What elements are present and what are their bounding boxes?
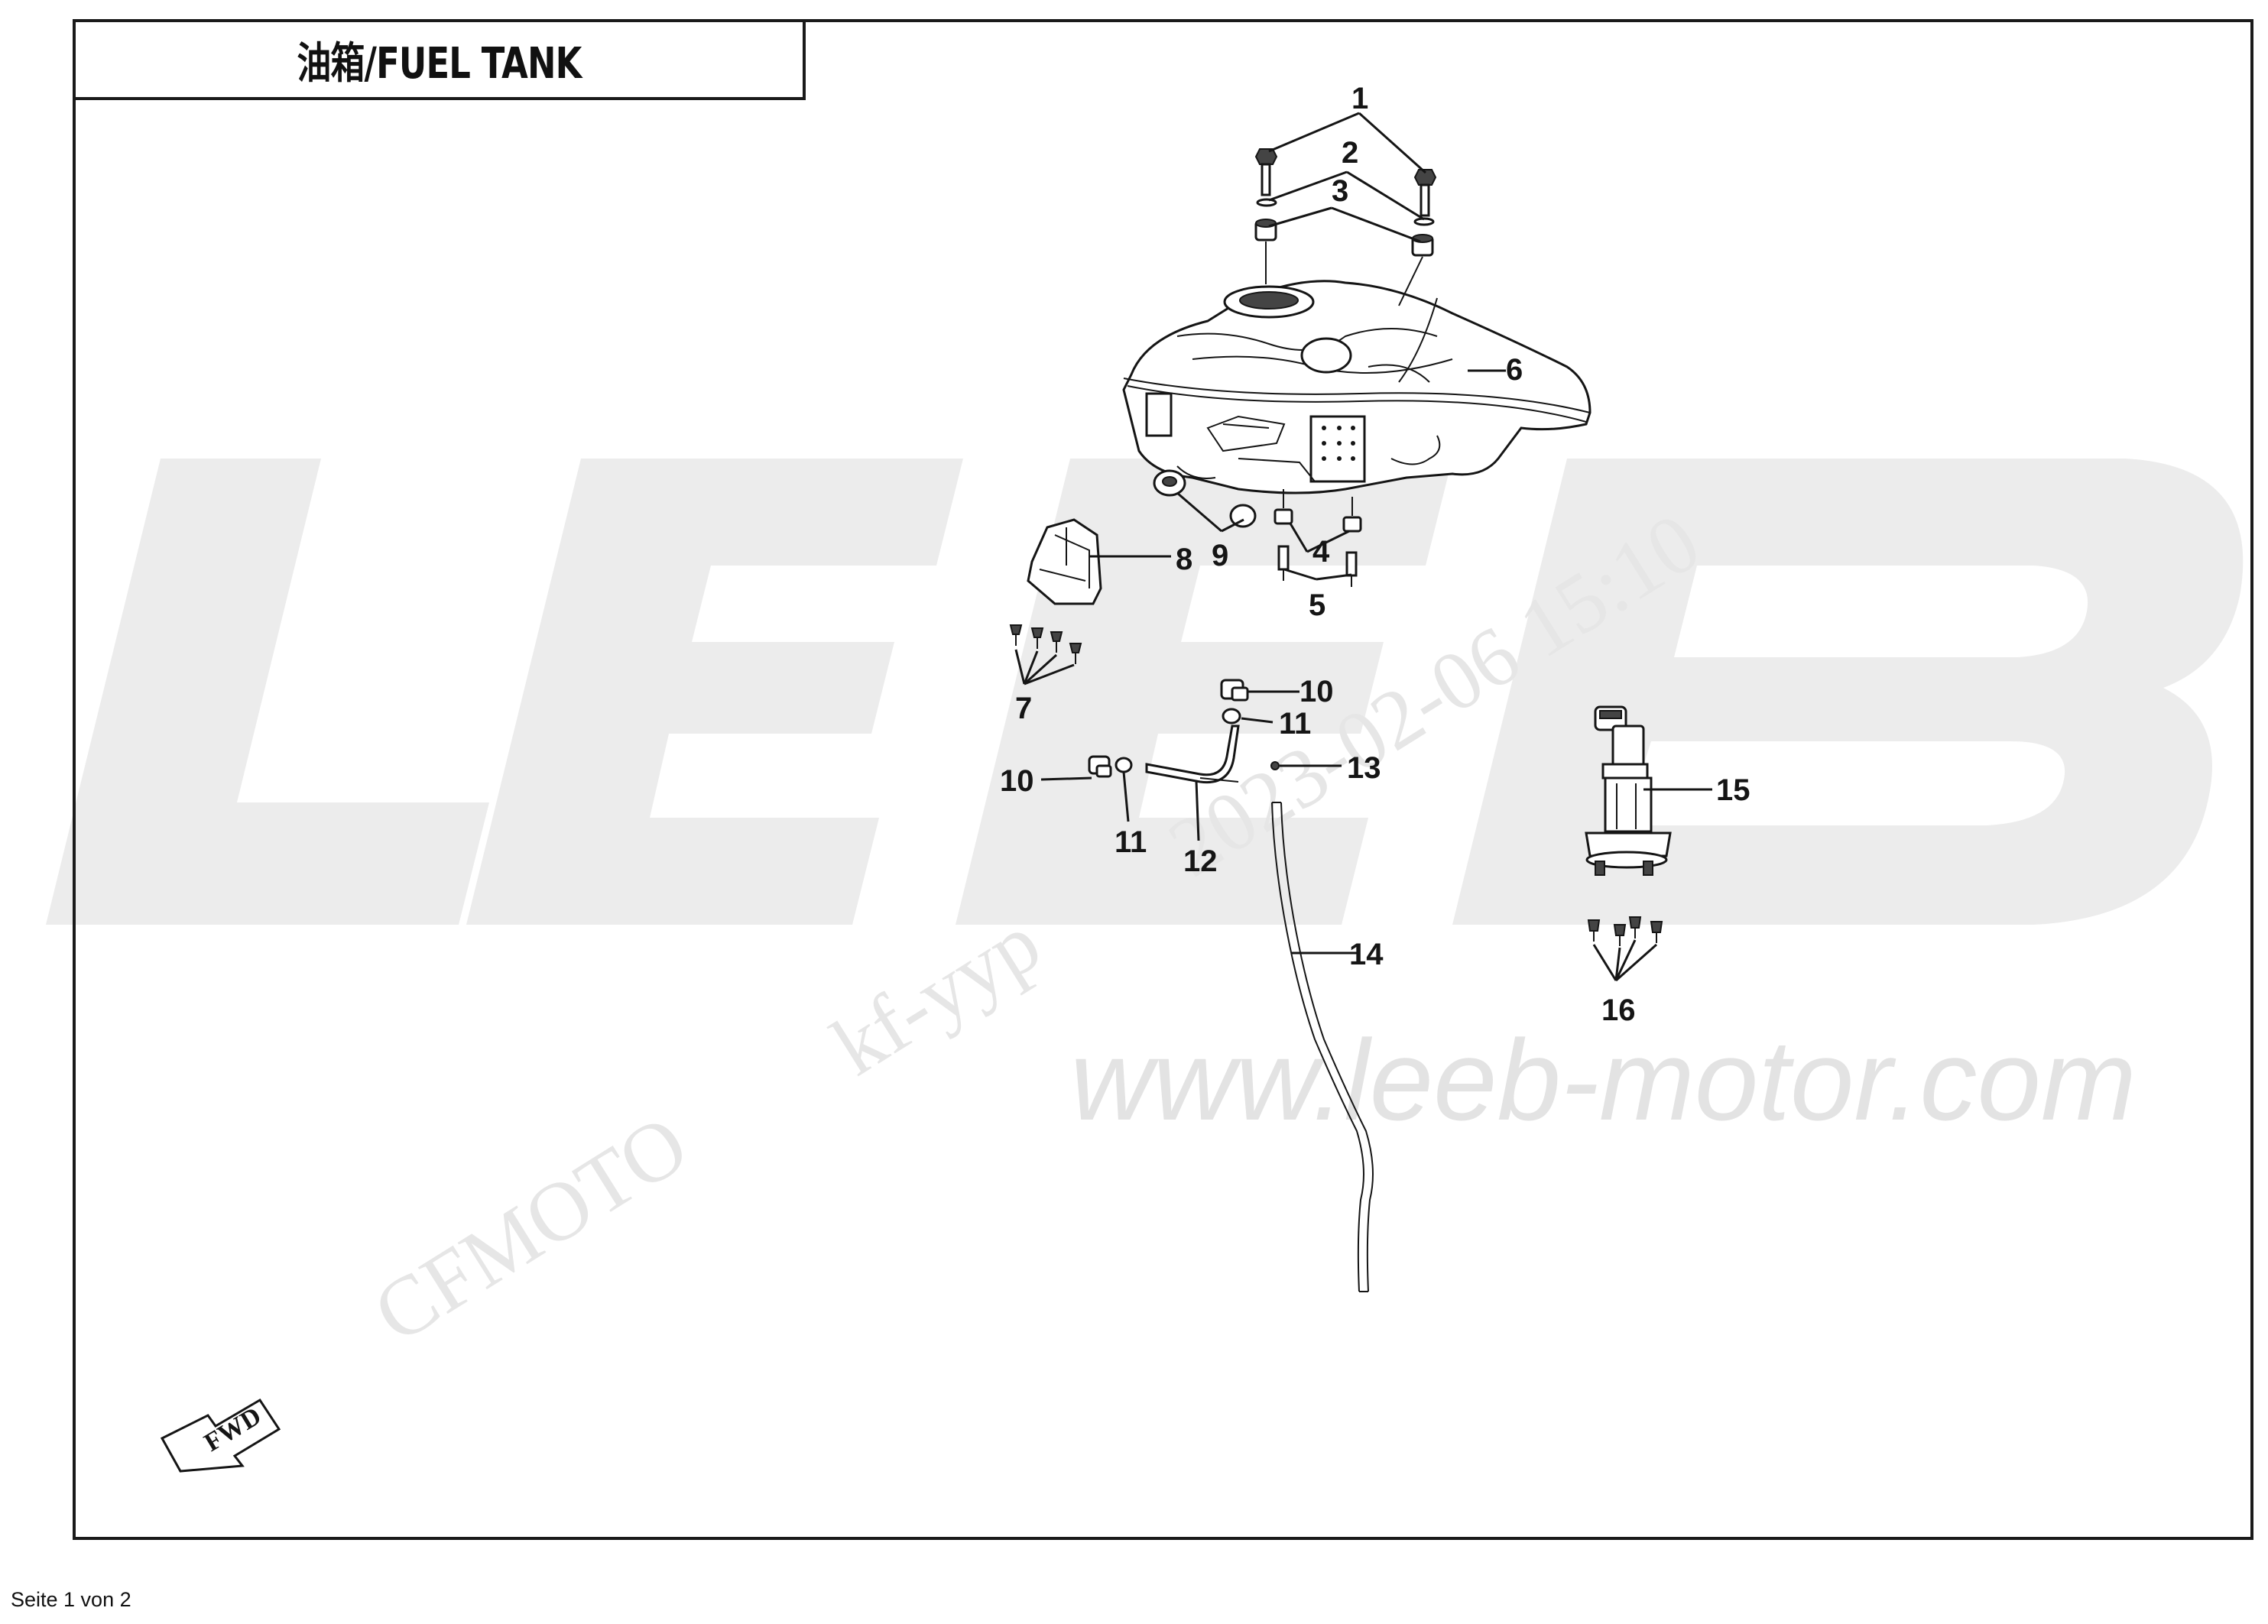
drawing-frame: 油箱/FUEL TANK (73, 19, 2253, 1540)
watermark-url: www.leeb-motor.com (1070, 1016, 2137, 1144)
fuel-hose-short[interactable] (1145, 724, 1240, 784)
fuel-tank-part[interactable] (1122, 280, 1591, 494)
callout-5: 5 (1309, 588, 1325, 622)
callout-7: 7 (1015, 692, 1032, 725)
bushing-left[interactable] (1254, 219, 1277, 241)
callout-1: 1 (1351, 82, 1368, 115)
bushing-right[interactable] (1411, 234, 1434, 257)
bottom-bolt-right[interactable] (1345, 551, 1358, 587)
callout-10-upper: 10 (1299, 675, 1334, 708)
callout-3: 3 (1332, 174, 1348, 208)
small-clip[interactable] (1270, 761, 1280, 770)
callout-11-upper: 11 (1279, 707, 1311, 741)
callout-6: 6 (1506, 353, 1523, 387)
callout-8: 8 (1176, 543, 1192, 576)
callout-11-lower: 11 (1115, 825, 1147, 859)
pump-bolt-3[interactable] (1628, 916, 1642, 938)
washer-left[interactable] (1256, 198, 1277, 207)
callout-numbers: 1 2 3 4 5 6 7 8 9 10 10 11 11 12 13 14 1… (1000, 82, 1750, 1027)
bracket-screw-1[interactable] (1009, 624, 1023, 646)
fuel-pump-part[interactable] (1585, 705, 1672, 876)
drain-tube-part[interactable] (1271, 802, 1374, 1292)
callout-2: 2 (1342, 136, 1358, 170)
bracket-screw-3[interactable] (1050, 631, 1063, 653)
bracket-screw-2[interactable] (1030, 627, 1044, 649)
pump-bolt-2[interactable] (1613, 924, 1627, 946)
washer-right[interactable] (1413, 217, 1435, 226)
top-bolt-right[interactable] (1413, 169, 1437, 217)
pump-bolt-4[interactable] (1650, 921, 1663, 943)
assembly-line-right (1398, 256, 1423, 306)
page-footer: Seite 1 von 2 (11, 1588, 131, 1611)
callout-9: 9 (1212, 539, 1228, 572)
callout-14: 14 (1349, 938, 1384, 971)
mounting-bracket-part[interactable] (1027, 518, 1102, 605)
callout-10-lower: 10 (1000, 764, 1034, 798)
forward-direction-arrow: FWD (160, 1398, 281, 1473)
collar-left[interactable] (1274, 508, 1293, 525)
collar-right[interactable] (1342, 516, 1362, 533)
top-bolt-left[interactable] (1254, 148, 1278, 196)
clamp-lower[interactable] (1115, 757, 1133, 773)
leader-lines (1014, 112, 1712, 982)
callout-16: 16 (1601, 994, 1636, 1027)
callout-15: 15 (1716, 773, 1750, 807)
quick-connector-lower[interactable] (1088, 755, 1112, 778)
clamp-upper[interactable] (1222, 708, 1241, 724)
page-title: 油箱/FUEL TANK (297, 38, 582, 89)
bracket-screw-4[interactable] (1069, 643, 1082, 664)
rubber-mount-right[interactable] (1229, 504, 1257, 528)
bottom-bolt-left[interactable] (1277, 545, 1290, 581)
rubber-mount-left[interactable] (1153, 469, 1186, 497)
callout-12: 12 (1183, 844, 1218, 878)
title-block: 油箱/FUEL TANK (76, 22, 806, 100)
tank-bracket-holes (1322, 426, 1355, 461)
callout-4: 4 (1312, 535, 1330, 569)
callout-13: 13 (1347, 751, 1381, 785)
pump-bolt-1[interactable] (1587, 919, 1601, 942)
quick-connector-upper[interactable] (1220, 679, 1249, 702)
